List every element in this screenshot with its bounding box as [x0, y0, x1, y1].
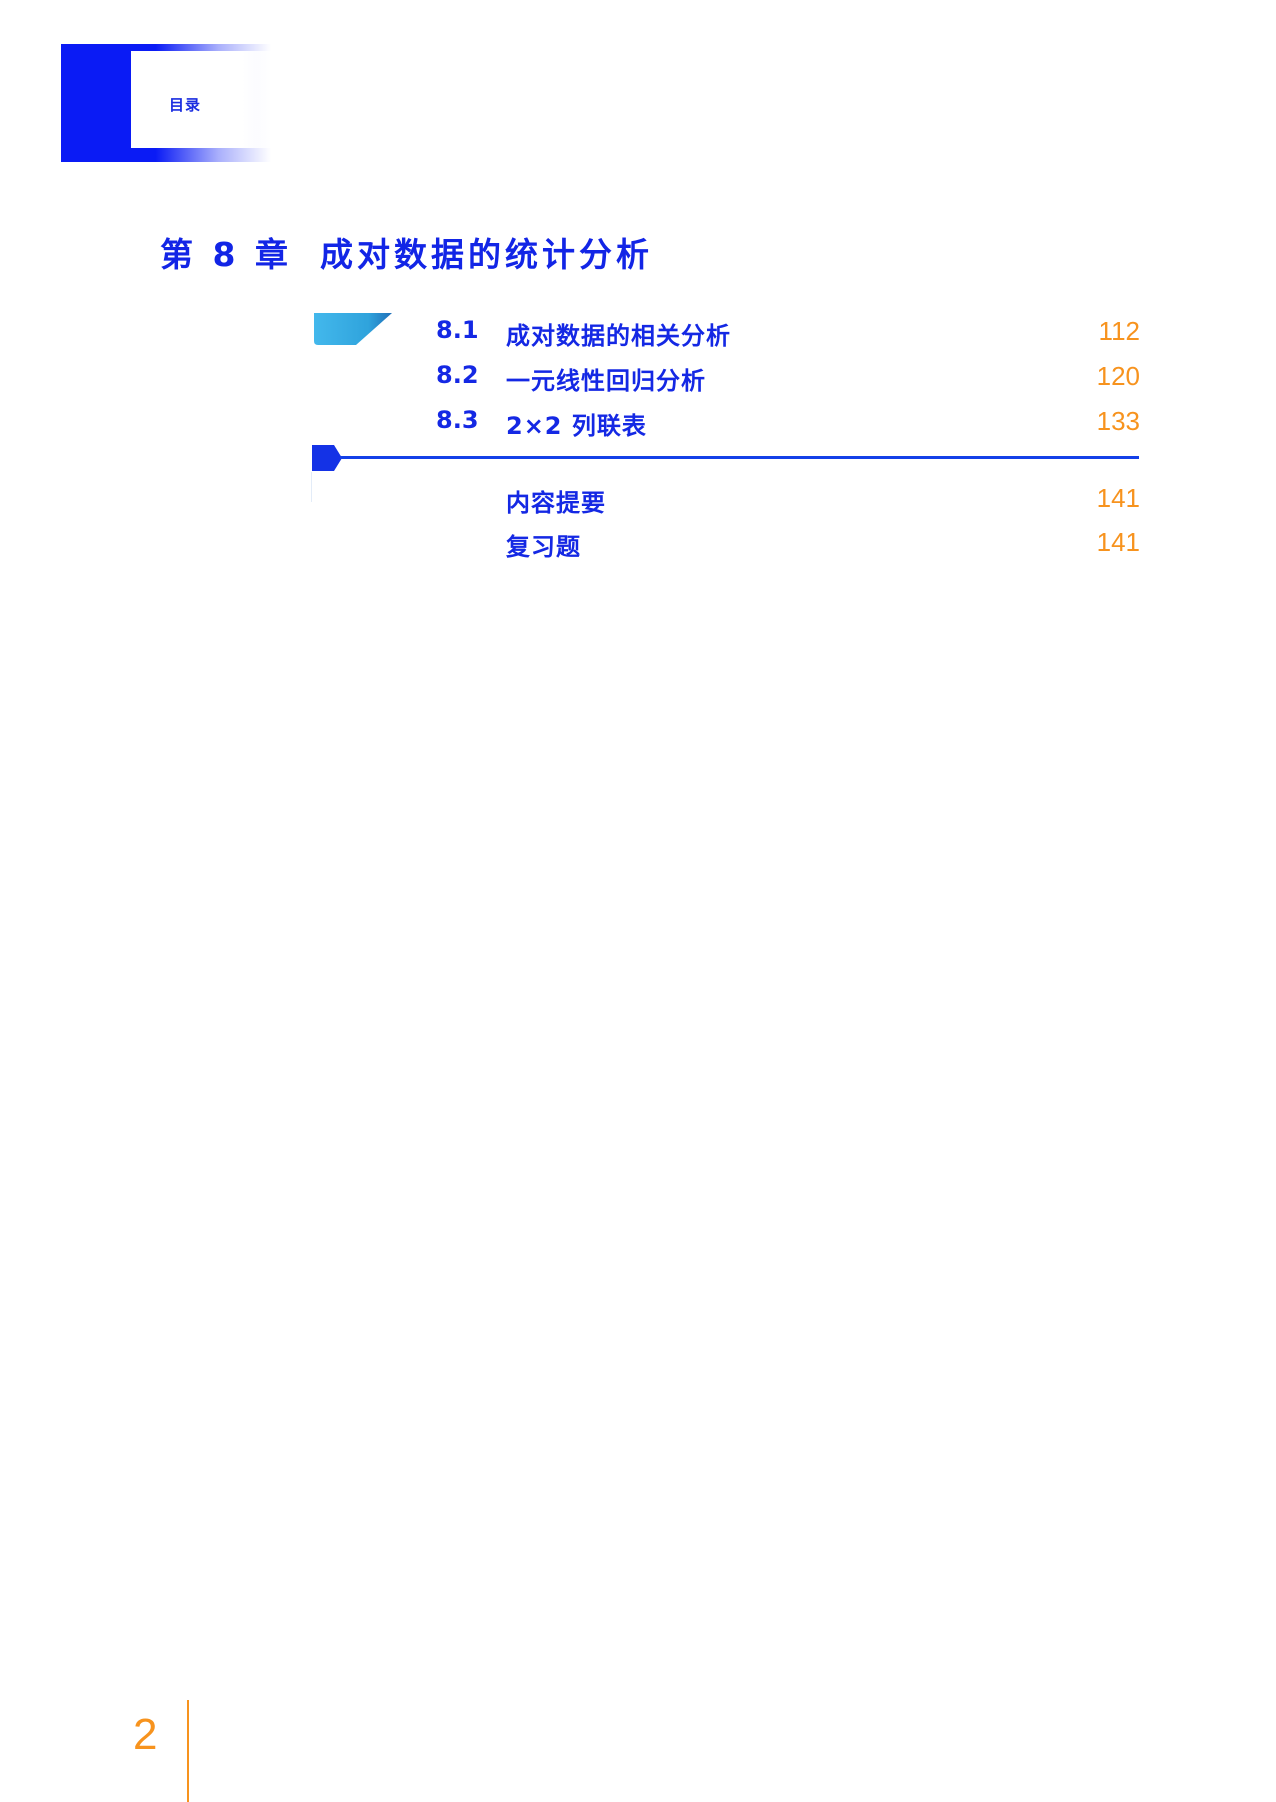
section-title[interactable]: 一元线性回归分析 [506, 367, 706, 395]
section-number: 8.3 [436, 406, 479, 434]
page-number: 2 [133, 1710, 158, 1759]
appendix-title[interactable]: 内容提要 [506, 489, 606, 517]
section-page-number: 133 [1096, 406, 1140, 436]
chapter-number: 第 8 章 [160, 235, 292, 274]
toc-row-appendix[interactable]: 复习题 141 [436, 527, 1140, 561]
page-number-rule [187, 1700, 189, 1802]
divider-shadow [311, 472, 312, 502]
section-page-number: 112 [1098, 316, 1140, 346]
section-number: 8.2 [436, 361, 479, 389]
appendix-title[interactable]: 复习题 [506, 533, 581, 561]
toc-row-section[interactable]: 8.3 2×2 列联表 133 [436, 406, 1140, 440]
section-number: 8.1 [436, 316, 479, 344]
toc-header-panel: 目录 [131, 51, 291, 148]
appendix-page-number: 141 [1096, 527, 1140, 557]
section-title[interactable]: 2×2 列联表 [506, 412, 647, 440]
section-divider [340, 456, 1139, 459]
appendix-page-number: 141 [1096, 483, 1140, 513]
divider-tab-icon [312, 445, 342, 471]
section-title[interactable]: 成对数据的相关分析 [506, 322, 731, 350]
toc-header-banner: 目录 [61, 44, 291, 162]
toc-row-appendix[interactable]: 内容提要 141 [436, 483, 1140, 517]
chapter-title: 成对数据的统计分析 [319, 235, 653, 274]
toc-row-section[interactable]: 8.2 一元线性回归分析 120 [436, 361, 1140, 395]
section-page-number: 120 [1096, 361, 1140, 391]
toc-row-section[interactable]: 8.1 成对数据的相关分析 112 [436, 316, 1140, 350]
toc-header-label: 目录 [169, 96, 202, 114]
section-triangle-icon [314, 312, 392, 345]
chapter-heading: 第 8 章成对数据的统计分析 [160, 228, 653, 276]
